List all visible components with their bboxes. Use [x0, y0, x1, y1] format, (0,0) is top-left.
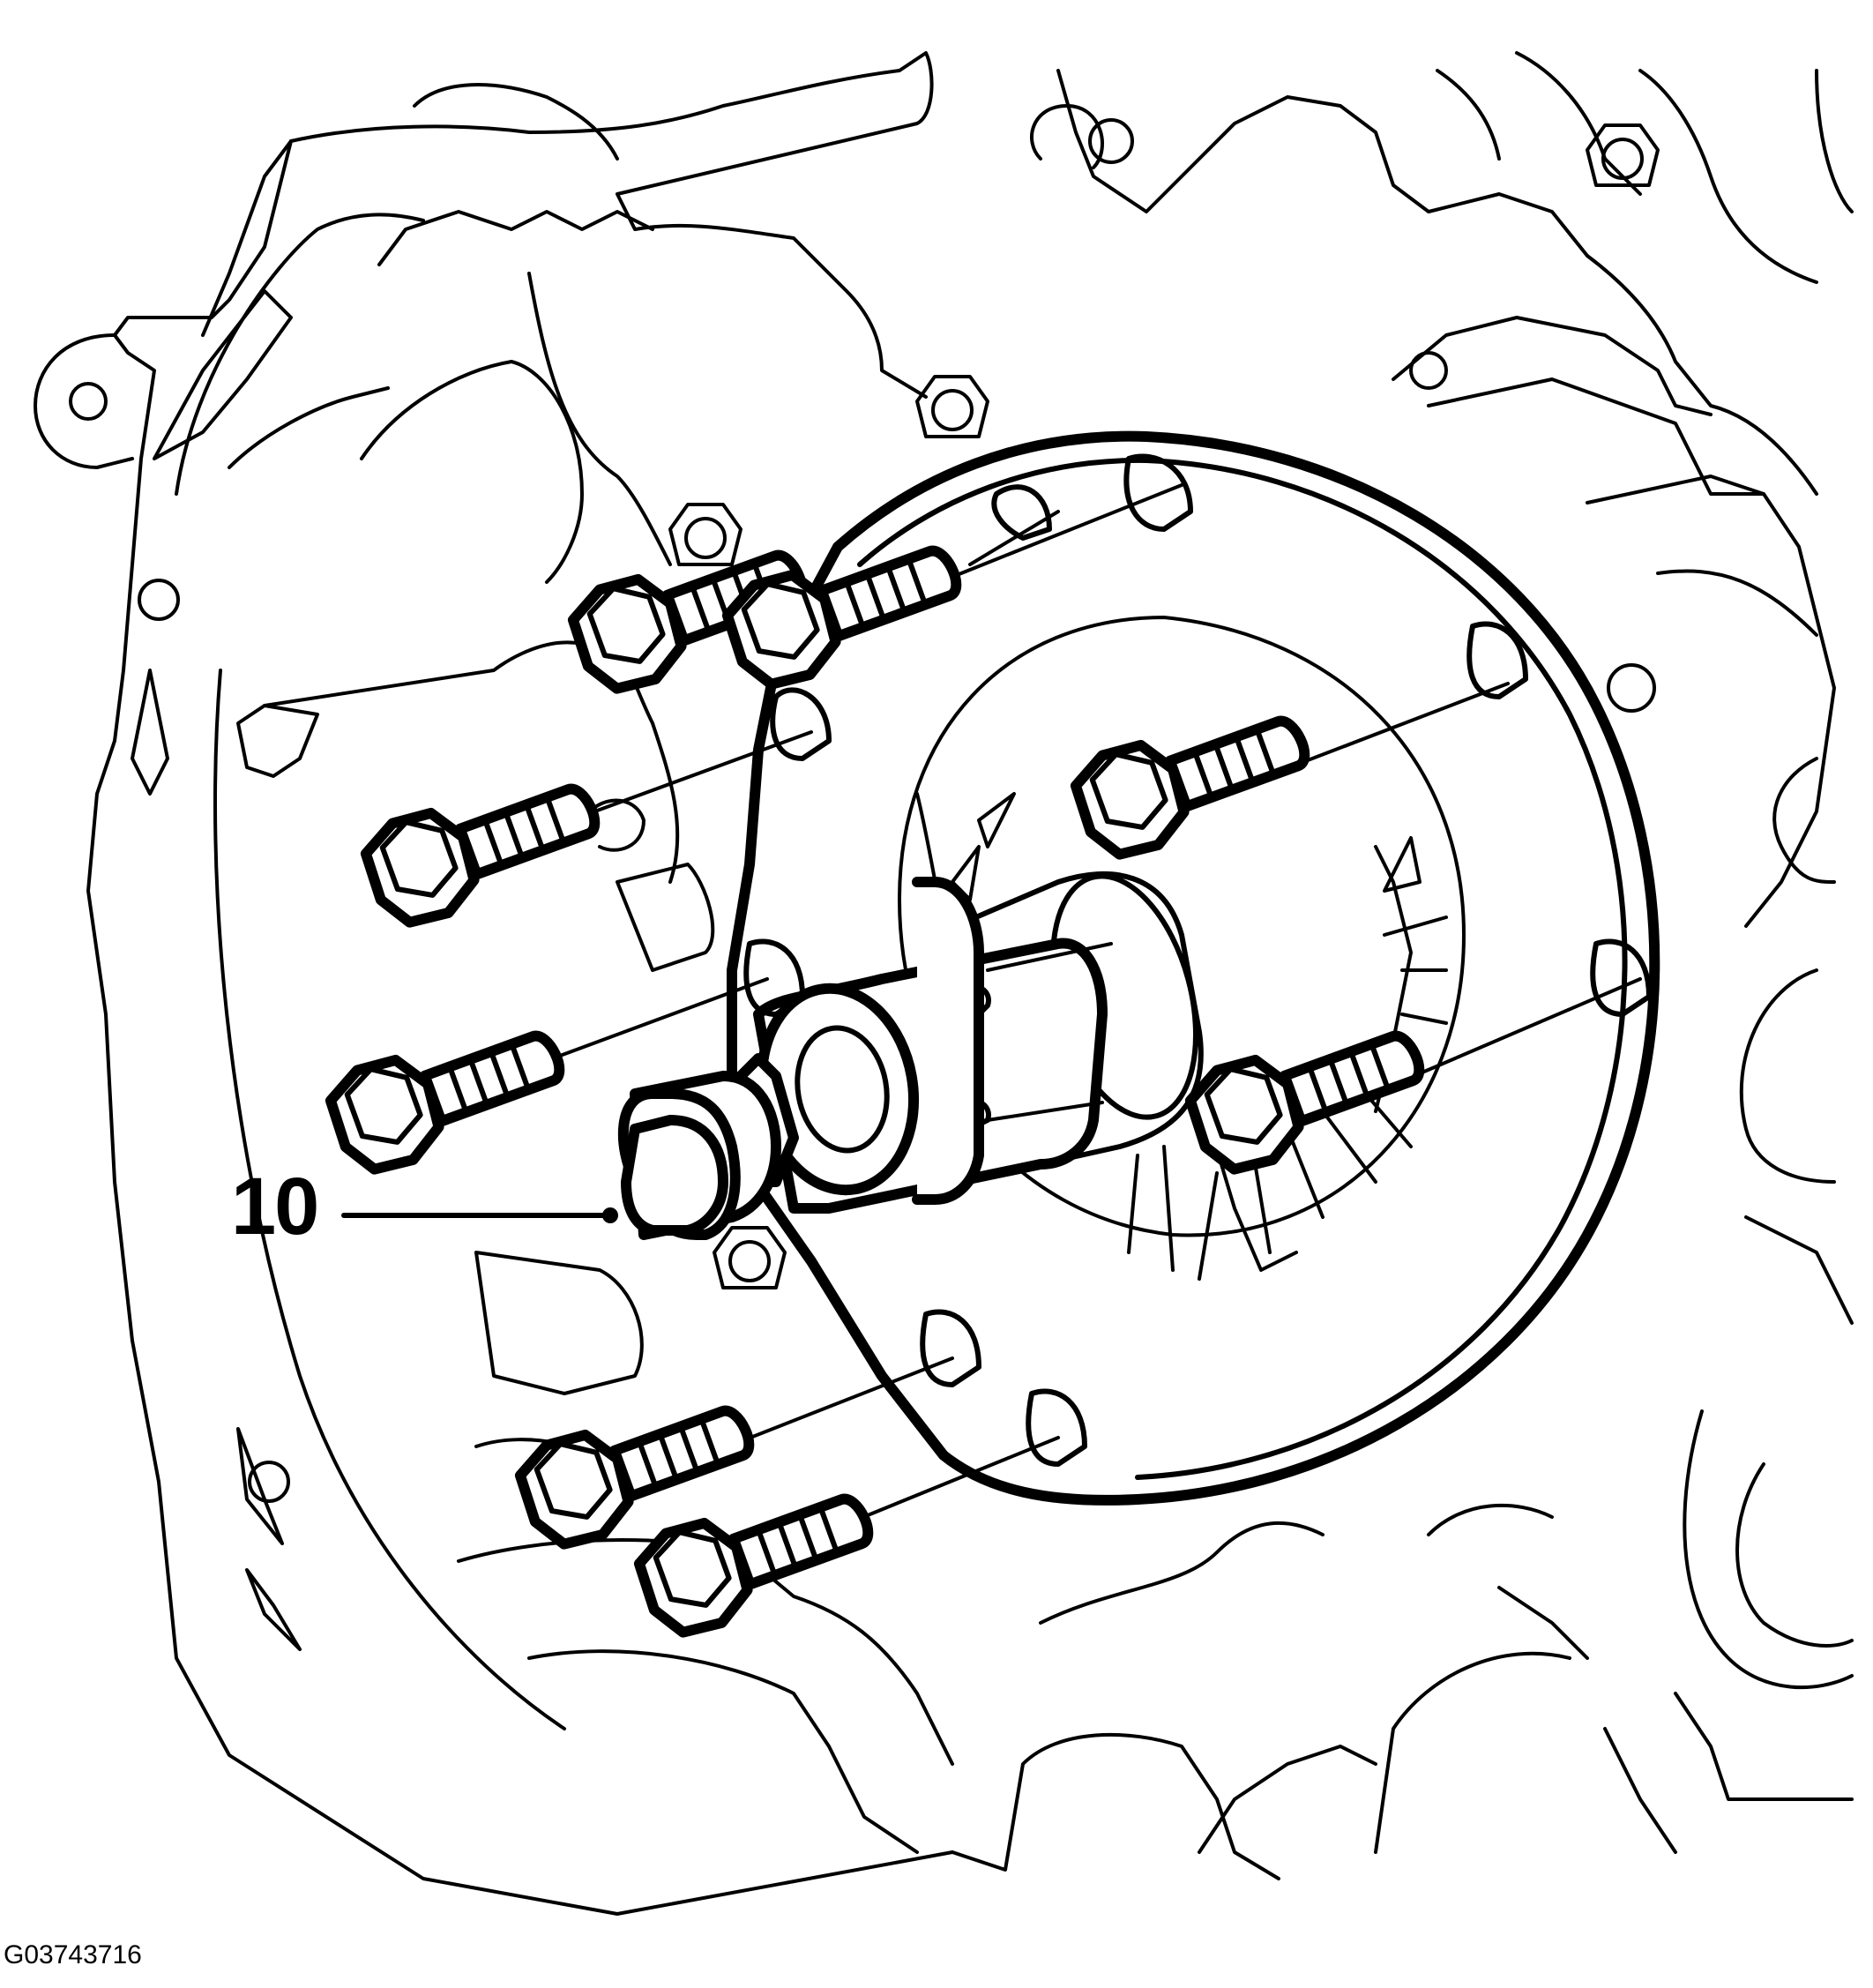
transmission-housing [34, 51, 1325, 1916]
special-tool-10 [617, 871, 1204, 1240]
bolt [633, 1493, 874, 1638]
housing-bolt-heads [580, 123, 1660, 1289]
housing-right-section [1056, 51, 1854, 1854]
retainer-cover [727, 430, 1660, 1506]
bolt [360, 783, 601, 928]
bolt [1184, 1030, 1425, 1175]
bolt [721, 545, 962, 690]
cover-bolt-bosses [743, 453, 1652, 1467]
bolt [1070, 715, 1310, 860]
callout-number-label: 10 [231, 1162, 319, 1252]
callout-leader [341, 1207, 618, 1223]
figure-code-label: G03743716 [4, 1940, 142, 1969]
bolt [325, 1030, 565, 1175]
housing-mounting-holes [1030, 104, 1656, 713]
bolt [514, 1405, 755, 1550]
